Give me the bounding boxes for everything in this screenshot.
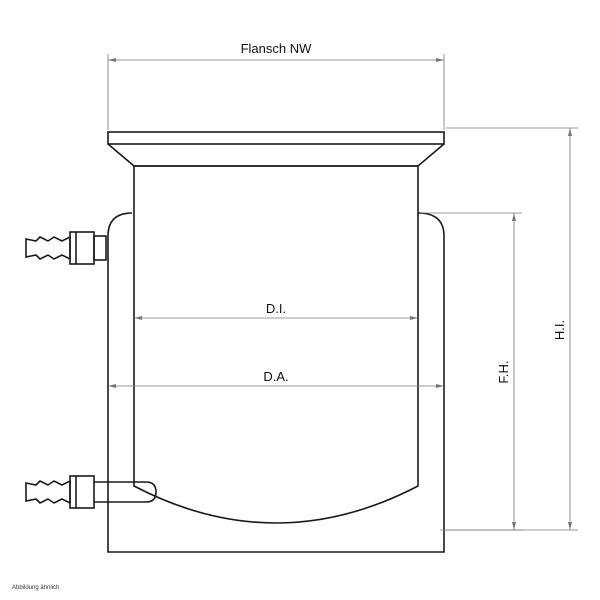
inner-height-label: H.I. <box>552 320 567 340</box>
inner-diameter-label: D.I. <box>266 301 286 316</box>
lower-hose-connector <box>25 475 157 509</box>
flange <box>107 131 445 167</box>
inner-vessel <box>133 166 419 524</box>
fill-height-label: F.H. <box>496 360 511 383</box>
footnote: Abbildung ähnlich <box>12 585 59 591</box>
flange-label: Flansch NW <box>241 41 313 56</box>
outer-diameter-dimension <box>108 384 444 388</box>
inner-diameter-dimension <box>134 316 418 320</box>
outer-jacket <box>107 212 445 553</box>
inner-height-dimension <box>446 127 578 531</box>
flange-dimension <box>107 54 445 130</box>
outer-diameter-label: D.A. <box>263 369 288 384</box>
upper-hose-connector <box>25 231 107 265</box>
